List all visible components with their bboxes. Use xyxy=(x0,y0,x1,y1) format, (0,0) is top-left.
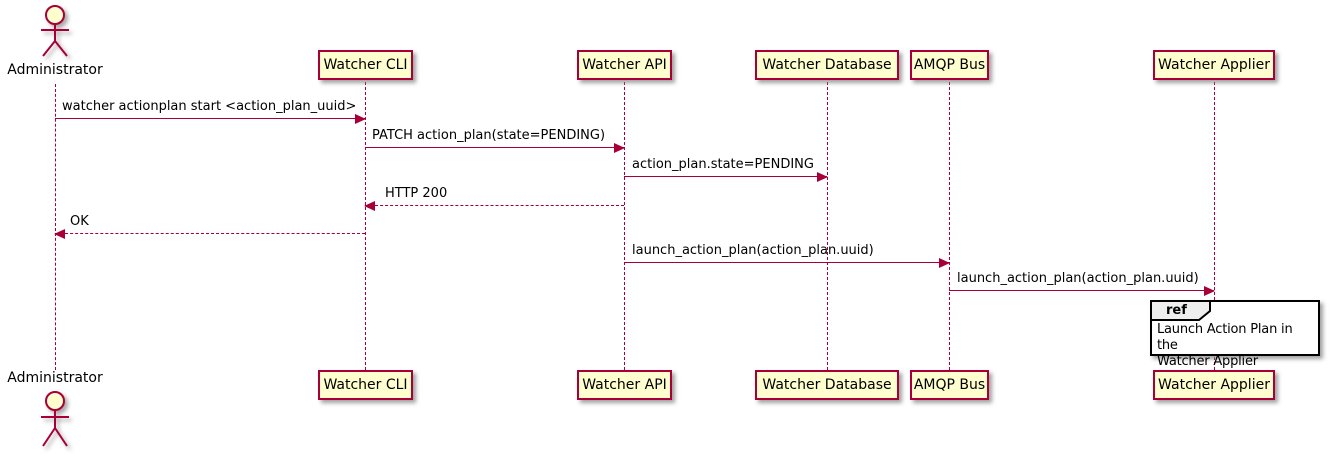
message-line xyxy=(365,147,624,148)
message-label: PATCH action_plan(state=PENDING) xyxy=(372,128,606,143)
message-ok: OK xyxy=(54,214,365,240)
participant-box-watcher-cli-bottom: Watcher CLI xyxy=(318,370,413,400)
arrowhead-right-icon xyxy=(817,171,828,182)
participant-box-watcher-cli-top: Watcher CLI xyxy=(318,50,413,80)
actor-label-bottom: Administrator xyxy=(7,370,103,386)
message-line xyxy=(55,233,365,234)
participant-label: AMQP Bus xyxy=(913,57,986,73)
participant-label: Watcher Database xyxy=(762,57,892,73)
participant-label: Watcher CLI xyxy=(323,57,408,73)
lifeline-administrator xyxy=(55,84,56,370)
participant-box-watcher-applier-top: Watcher Applier xyxy=(1153,50,1275,80)
participant-box-watcher-database-top: Watcher Database xyxy=(755,50,899,80)
ref-text-line: Launch Action Plan in the xyxy=(1157,322,1293,353)
participant-box-watcher-database-bottom: Watcher Database xyxy=(755,370,899,400)
message-line xyxy=(55,118,365,119)
message-label: action_plan.state=PENDING xyxy=(632,157,814,172)
participant-box-amqp-bus-top: AMQP Bus xyxy=(910,50,989,80)
message-line xyxy=(949,290,1214,291)
participant-box-watcher-api-bottom: Watcher API xyxy=(577,370,672,400)
message-line xyxy=(624,262,949,263)
arrowhead-right-icon xyxy=(1204,285,1215,296)
arrowhead-right-icon xyxy=(939,257,950,268)
message-patch-action-plan: PATCH action_plan(state=PENDING) xyxy=(365,128,625,154)
message-label: OK xyxy=(70,214,89,229)
ref-body: Launch Action Plan in the Watcher Applie… xyxy=(1157,322,1316,370)
arrowhead-right-icon xyxy=(355,113,366,124)
participant-label: AMQP Bus xyxy=(913,377,986,393)
actor-icon xyxy=(41,5,69,57)
message-launch-action-plan-applier: launch_action_plan(action_plan.uuid) xyxy=(949,271,1215,297)
ref-fragment: ref Launch Action Plan in the Watcher Ap… xyxy=(1150,300,1320,369)
message-launch-action-plan-bus: launch_action_plan(action_plan.uuid) xyxy=(624,243,950,269)
participant-label: Watcher Database xyxy=(762,377,892,393)
ref-text-line: Watcher Applier xyxy=(1157,354,1258,369)
message-line xyxy=(365,205,624,206)
lifeline-amqp-bus xyxy=(949,82,950,370)
message-http-200: HTTP 200 xyxy=(364,186,624,212)
participant-box-amqp-bus-bottom: AMQP Bus xyxy=(910,370,989,400)
lifeline-watcher-applier xyxy=(1214,82,1215,370)
ref-keyword: ref xyxy=(1166,303,1187,318)
message-label: launch_action_plan(action_plan.uuid) xyxy=(632,243,874,258)
participant-label: Watcher Applier xyxy=(1158,57,1270,73)
actor-label-top: Administrator xyxy=(7,62,103,78)
arrowhead-left-icon xyxy=(54,228,65,239)
message-label: watcher actionplan start <action_plan_uu… xyxy=(62,99,357,114)
message-start-actionplan: watcher actionplan start <action_plan_uu… xyxy=(55,99,366,125)
message-state-pending: action_plan.state=PENDING xyxy=(624,157,828,183)
participant-label: Watcher CLI xyxy=(323,377,408,393)
arrowhead-left-icon xyxy=(364,200,375,211)
participant-box-watcher-api-top: Watcher API xyxy=(577,50,672,80)
participant-box-watcher-applier-bottom: Watcher Applier xyxy=(1153,370,1275,400)
lifeline-watcher-cli xyxy=(365,82,366,370)
participant-label: Watcher API xyxy=(582,57,667,73)
ref-header-pentagon xyxy=(1150,300,1211,321)
arrowhead-right-icon xyxy=(614,142,625,153)
lifeline-watcher-database xyxy=(827,82,828,370)
actor-icon xyxy=(41,391,69,447)
participant-label: Watcher API xyxy=(582,377,667,393)
message-label: HTTP 200 xyxy=(385,186,448,201)
message-label: launch_action_plan(action_plan.uuid) xyxy=(957,271,1199,286)
message-line xyxy=(624,176,827,177)
participant-label: Watcher Applier xyxy=(1158,377,1270,393)
lifeline-watcher-api xyxy=(624,82,625,370)
